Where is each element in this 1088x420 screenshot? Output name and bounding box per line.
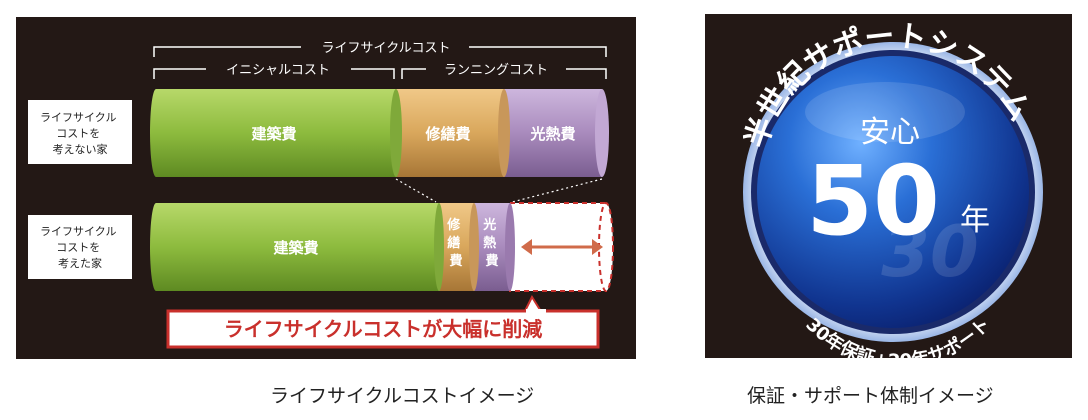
emblem-svg: 30 半世紀サポートシステム 安心 50 年 30年保証+20年サポート <box>739 19 1043 358</box>
lifecycle-cost-diagram: ライフサイクルコスト イニシャルコスト ランニングコスト ライフサイクル コスト… <box>16 17 636 359</box>
bar1-end-cap <box>595 89 609 177</box>
row2-label-line1: ライフサイクル <box>40 225 116 238</box>
emblem-big-number: 50 <box>806 145 940 257</box>
row1-label-box <box>28 100 132 164</box>
bar-without-lifecycle: 建築費 修繕費 光熱費 <box>150 89 609 177</box>
bar1-construction-segment <box>150 89 396 177</box>
bar2-joint-a <box>434 203 444 291</box>
bar1-joint-b <box>498 89 510 177</box>
emblem-anshin: 安心 <box>860 115 920 150</box>
bracket-running-label: ランニングコスト <box>444 63 548 78</box>
bar1-joint-a <box>390 89 402 177</box>
reduction-arrow <box>521 239 603 255</box>
bar2-construction-label: 建築費 <box>273 239 318 257</box>
reduction-banner-text: ライフサイクルコストが大幅に削減 <box>224 317 543 341</box>
bar1-utility-label: 光熱費 <box>529 125 575 143</box>
row1-label-line3: 考えない家 <box>53 142 108 156</box>
row1-label-line1: ライフサイクル <box>40 111 116 124</box>
bar2-utility-segment <box>474 203 510 291</box>
bar2-joint-b <box>469 203 479 291</box>
lifecycle-diagram-svg: ライフサイクルコスト イニシャルコスト ランニングコスト ライフサイクル コスト… <box>28 41 614 349</box>
row2-label-line2: コストを <box>56 241 100 254</box>
bar1-repair-segment <box>396 89 504 177</box>
bar2-repair-segment <box>439 203 474 291</box>
banner-pointer-cover <box>526 309 546 314</box>
bar-with-lifecycle: 建築費 修 繕 費 光 熱 費 <box>150 202 614 292</box>
row2-label-line3: 考えた家 <box>58 256 102 270</box>
reduction-banner-box <box>166 309 600 349</box>
bar1-construction-label: 建築費 <box>251 125 296 143</box>
bar2-utility-label: 光 熱 費 <box>482 217 501 269</box>
bracket-running-line <box>401 68 607 79</box>
connector-dotted <box>395 178 603 203</box>
bracket-initial-line <box>153 68 395 79</box>
bracket-total-label: ライフサイクルコスト <box>321 41 450 56</box>
emblem-sphere <box>757 56 1029 328</box>
caption-lifecycle: ライフサイクルコストイメージ <box>270 385 535 407</box>
bar2-construction-segment <box>150 203 439 291</box>
emblem-highlight <box>805 82 965 142</box>
row2-label-box <box>28 215 132 279</box>
bracket-initial-label: イニシャルコスト <box>226 63 330 78</box>
row1-label-line2: コストを <box>56 127 100 140</box>
bar2-joint-c <box>505 203 515 291</box>
cost-brackets <box>153 46 607 79</box>
row1-label: ライフサイクル コストを 考えない家 <box>40 111 120 156</box>
bar1-repair-label: 修繕費 <box>424 125 470 143</box>
bar1-utility-segment <box>504 89 602 177</box>
emblem-year-unit: 年 <box>960 203 990 238</box>
bracket-total-line <box>153 46 607 57</box>
bar2-repair-label: 修 繕 費 <box>446 217 465 269</box>
caption-support: 保証・サポート体制イメージ <box>747 385 994 407</box>
emblem-ghost-number: 30 <box>881 211 978 293</box>
row2-label: ライフサイクル コストを 考えた家 <box>40 225 120 270</box>
support-system-emblem: 30 半世紀サポートシステム 安心 50 年 30年保証+20年サポート <box>705 14 1072 358</box>
